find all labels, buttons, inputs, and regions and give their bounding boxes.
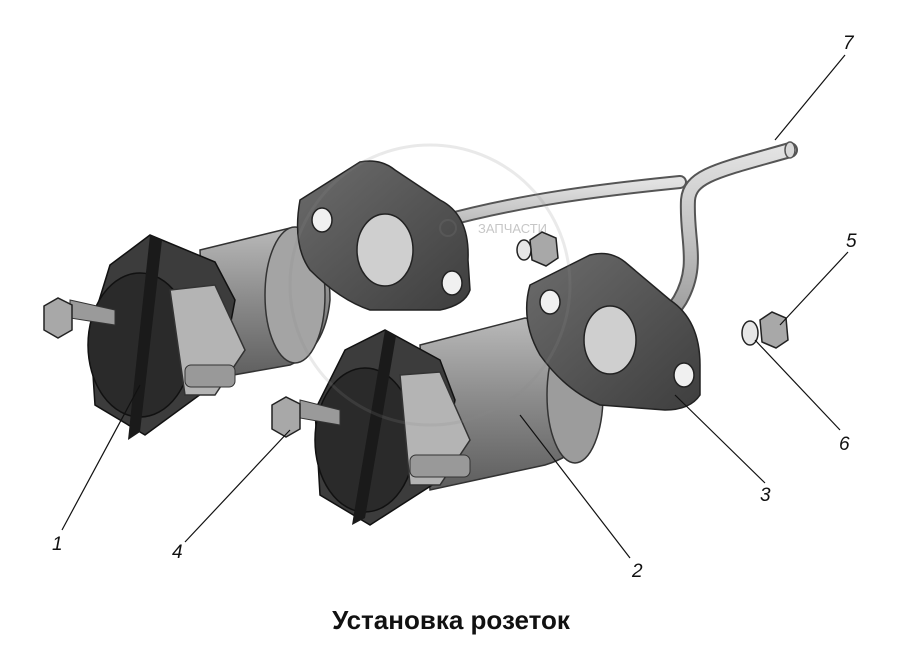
- callout-label-7: 7: [843, 33, 854, 54]
- figure-caption: Установка розеток: [332, 605, 570, 635]
- leader-line-4: [184, 429, 291, 543]
- leader-line-5: [779, 251, 849, 326]
- leader-line-1: [61, 384, 141, 531]
- callout-label-1: 1: [52, 534, 63, 555]
- watermark-brand-text: ЗАПЧАСТИ: [478, 221, 547, 236]
- socket-part-1: [43, 160, 471, 440]
- callout-label-3: 3: [760, 485, 771, 506]
- washer-part-6: [741, 320, 759, 346]
- leader-line-2: [519, 414, 631, 559]
- nut-part-5: [759, 311, 789, 349]
- leader-line-7: [774, 54, 846, 141]
- watermark-logo: [288, 143, 572, 427]
- flange-part-3: [525, 252, 701, 411]
- spare-nut: [516, 231, 559, 267]
- callout-label-2: 2: [632, 561, 643, 582]
- callout-label-6: 6: [839, 434, 850, 455]
- leader-line-6: [754, 339, 841, 431]
- callout-label-5: 5: [846, 231, 857, 252]
- bolt-part-4: [271, 396, 301, 438]
- callout-label-4: 4: [172, 542, 183, 563]
- front-socket-housing: [271, 329, 471, 526]
- leader-lines: [61, 54, 849, 559]
- leader-line-3: [674, 394, 766, 484]
